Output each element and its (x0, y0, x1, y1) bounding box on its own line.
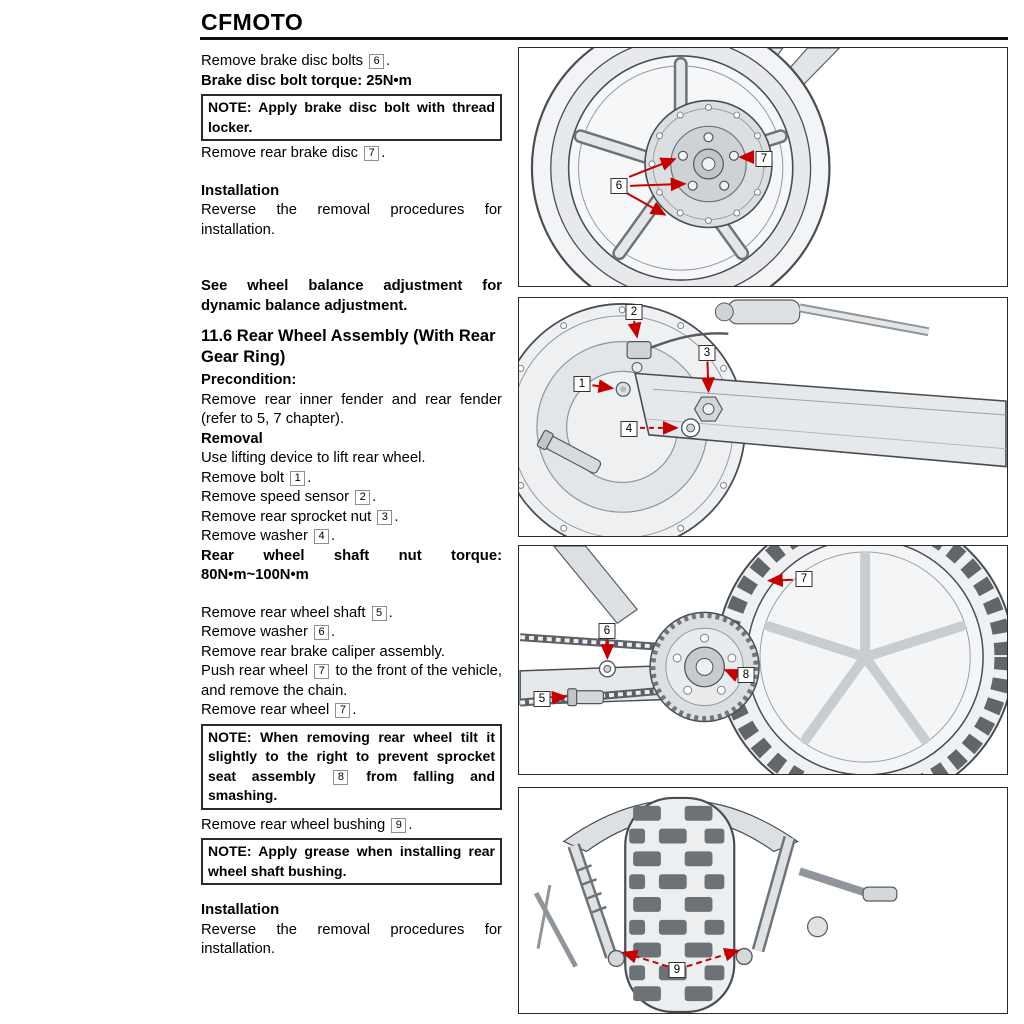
header-rule (200, 37, 1008, 40)
subheading: Installation (201, 182, 280, 199)
callout-ref: 7 (314, 664, 330, 679)
step-line: Remove rear wheel bushing 9. (201, 816, 413, 833)
callout-ref: 7 (335, 703, 351, 718)
subheading: Installation (201, 902, 280, 918)
step-line: Remove bolt 1. (201, 469, 312, 486)
subheading: Precondition: (201, 372, 297, 388)
figure-callout-6: 6 (610, 178, 628, 194)
step-line: Remove rear brake disc 7. (201, 145, 386, 161)
step-line: Remove washer 6. (201, 624, 336, 640)
callout-ref: 4 (314, 529, 330, 544)
callout-ref: 2 (355, 490, 371, 505)
section-heading: 11.6 Rear Wheel Assembly (With Rear Gear… (201, 327, 496, 366)
step-line: Use lifting device to lift rear wheel. (201, 450, 426, 466)
step-line: Remove rear sprocket nut 3. (201, 508, 399, 525)
callout-ref: 3 (377, 509, 393, 525)
callout-ref: 9 (391, 817, 407, 833)
step-line: Remove rear wheel shaft 5. (201, 604, 393, 621)
note-box: NOTE: Apply grease when installing rear … (201, 838, 502, 885)
callout-ref: 8 (333, 769, 349, 785)
figure-swingarm-axle: 2 3 1 4 (518, 297, 1008, 537)
figure-callout-9: 9 (668, 962, 686, 978)
figure-callout-2: 2 (625, 304, 643, 320)
brand-logo: CFMOTO (201, 9, 304, 35)
figure-callout-8: 8 (737, 667, 755, 683)
step-line: Remove rear brake caliper assembly. (201, 643, 445, 660)
figure-callout-5: 5 (533, 691, 551, 707)
step-line: Remove brake disc bolts 6. (201, 53, 391, 69)
step-line: Remove speed sensor 2. (201, 489, 377, 505)
note-box: NOTE: Apply brake disc bolt with thread … (201, 94, 502, 141)
torque-spec: Brake disc bolt torque: 25N•m (201, 72, 412, 89)
callout-ref: 6 (314, 625, 330, 640)
figure-callout-4: 4 (620, 421, 638, 437)
figure-rear-wheel-chain: 7 6 8 5 (518, 545, 1008, 775)
swingarm-axle-drawing (519, 299, 1007, 536)
paragraph: See wheel balance adjustment for dynamic… (201, 278, 502, 314)
figure-rear-wheel-rear-view: 9 (518, 787, 1008, 1014)
rear-view-drawing (533, 796, 898, 1013)
callout-ref: 7 (364, 146, 380, 161)
figure-callout-7: 7 (755, 151, 773, 167)
step-line: Remove rear wheel 7. (201, 702, 357, 718)
callout-ref: 5 (371, 605, 387, 621)
subheading: Removal (201, 430, 263, 447)
paragraph: Remove rear inner fender and rear fender… (201, 391, 502, 428)
callout-ref: 1 (290, 470, 306, 486)
callout-ref: 6 (369, 54, 385, 69)
rear-wheel-chain-drawing (519, 546, 1007, 774)
figure-callout-3: 3 (698, 345, 716, 361)
paragraph: Reverse the removal procedures for insta… (201, 202, 502, 238)
step-line: Remove washer 4. (201, 528, 336, 544)
figure-callout-6: 6 (598, 623, 616, 639)
note-box: NOTE: When removing rear wheel tilt it s… (201, 723, 502, 810)
paragraph: Reverse the removal procedures for insta… (201, 921, 502, 958)
figure-callout-1: 1 (573, 376, 591, 392)
figure-callout-7: 7 (795, 571, 813, 587)
torque-spec: Rear wheel shaft nut torque: 80N•m~100N•… (201, 547, 502, 584)
text-column: Remove brake disc bolts 6. Brake disc bol… (201, 52, 502, 960)
paragraph: Push rear wheel 7 to the front of the ve… (201, 663, 502, 699)
rear-wheel-brake-disc-drawing (530, 48, 841, 286)
